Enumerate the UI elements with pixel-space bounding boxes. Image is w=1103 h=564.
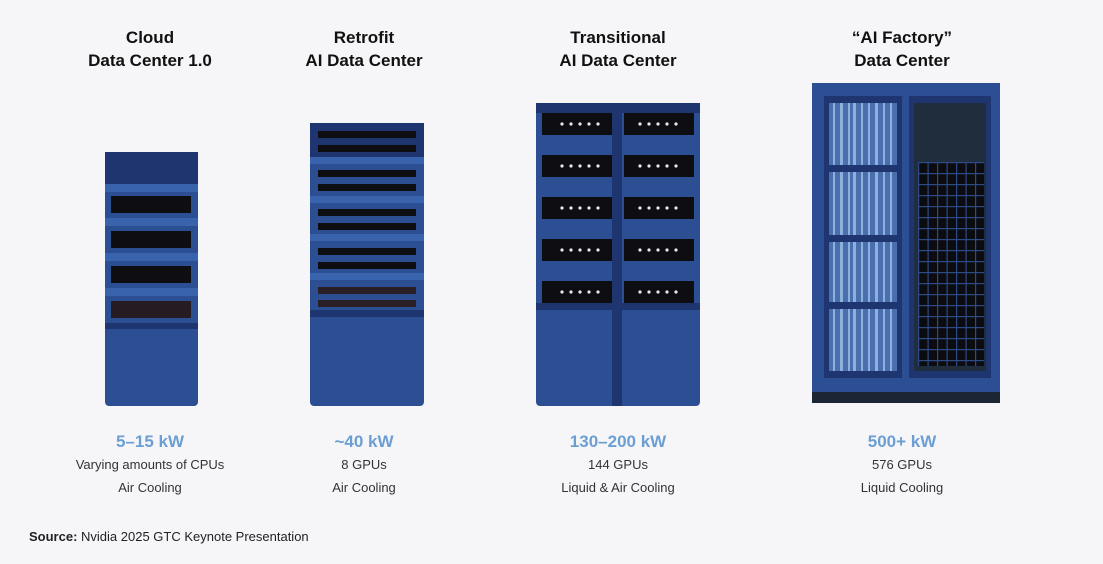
power-cloud: 5–15 kW (115, 432, 185, 451)
source-note: Source: Nvidia 2025 GTC Keynote Presenta… (29, 529, 309, 544)
rack-transitional (536, 103, 700, 406)
title-ai-factory-line1: “AI Factory” (851, 28, 953, 47)
title-retrofit-line2: AI Data Center (305, 51, 423, 70)
detail-ai-factory-compute: 576 GPUs (872, 457, 932, 472)
title-transitional-line1: Transitional (570, 28, 666, 47)
stats-transitional: 130–200 kW 144 GPUs Liquid & Air Cooling (498, 431, 738, 499)
stats-retrofit: ~40 kW 8 GPUs Air Cooling (244, 431, 484, 499)
detail-cloud-compute: Varying amounts of CPUs (75, 457, 225, 472)
power-transitional: 130–200 kW (569, 432, 667, 451)
title-cloud-line1: Cloud (125, 28, 175, 47)
title-retrofit-line1: Retrofit (333, 28, 395, 47)
title-ai-factory: “AI Factory” Data Center (782, 26, 1022, 72)
title-ai-factory-line2: Data Center (854, 51, 950, 70)
rack-ai-factory (812, 83, 1000, 403)
stats-ai-factory: 500+ kW 576 GPUs Liquid Cooling (782, 431, 1022, 499)
detail-cloud-cooling: Air Cooling (118, 480, 182, 495)
source-text: Nvidia 2025 GTC Keynote Presentation (81, 529, 309, 544)
title-cloud-line2: Data Center 1.0 (88, 51, 212, 70)
detail-retrofit-compute: 8 GPUs (341, 457, 387, 472)
rack-retrofit (310, 123, 424, 406)
rack-cloud (105, 152, 198, 406)
detail-retrofit-cooling: Air Cooling (332, 480, 396, 495)
detail-transitional-cooling: Liquid & Air Cooling (561, 480, 675, 495)
title-transitional-line2: AI Data Center (559, 51, 677, 70)
title-transitional: Transitional AI Data Center (498, 26, 738, 72)
detail-transitional-compute: 144 GPUs (588, 457, 648, 472)
source-label: Source: (29, 529, 78, 544)
power-retrofit: ~40 kW (334, 432, 394, 451)
stats-cloud: 5–15 kW Varying amounts of CPUs Air Cool… (30, 431, 270, 499)
detail-ai-factory-cooling: Liquid Cooling (860, 480, 944, 495)
power-ai-factory: 500+ kW (867, 432, 937, 451)
rack-transitional-leds (560, 122, 678, 294)
title-cloud: Cloud Data Center 1.0 (30, 26, 270, 72)
title-retrofit: Retrofit AI Data Center (244, 26, 484, 72)
